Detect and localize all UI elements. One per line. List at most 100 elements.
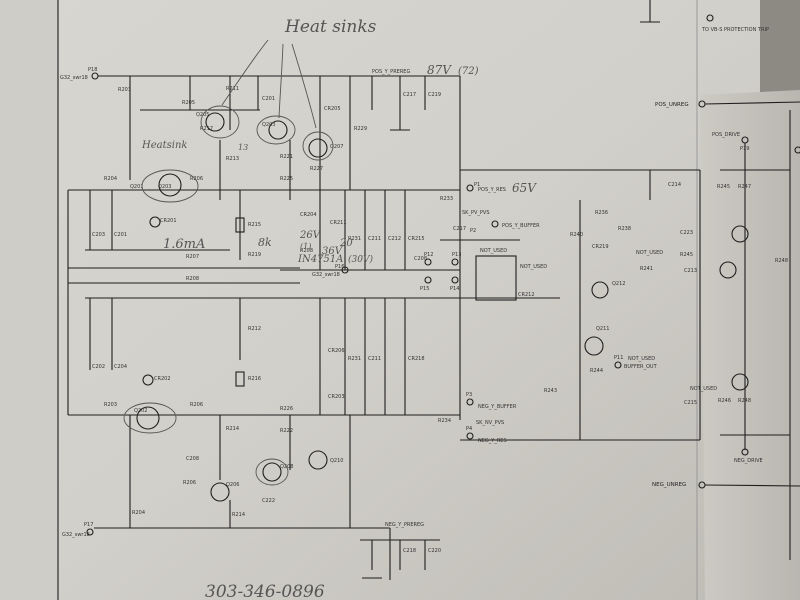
pos-y-preres-label: POS_Y_PREREG — [372, 69, 410, 75]
transistor-q217 — [731, 373, 749, 391]
paper-sheet — [0, 0, 760, 600]
resistance-13-note: 13 — [238, 143, 248, 152]
r222-label: R222 — [280, 428, 293, 434]
transistor-q212 — [591, 281, 609, 299]
paper-margin — [0, 0, 58, 600]
c214-label: C214 — [668, 182, 681, 188]
r213-label: R213 — [226, 156, 239, 162]
wire — [704, 101, 800, 105]
c202-label: C202 — [92, 364, 105, 370]
q203b-label: Q203 — [158, 184, 171, 190]
r245b-label: R245 — [717, 184, 730, 190]
transistor-q206 — [210, 482, 230, 502]
r240-label: R240 — [570, 232, 583, 238]
cr218-label: CR218 — [408, 356, 425, 362]
pos-drive-label: POS_DRIVE — [712, 132, 740, 138]
p15-label: P15 — [420, 286, 429, 292]
r208b-label: R208 — [186, 276, 199, 282]
c201b-label: C201 — [114, 232, 127, 238]
transistor-q215 — [731, 225, 749, 243]
q203-label: Q203 — [262, 122, 275, 128]
neg-drive-label: NEG_DRIVE — [734, 458, 763, 464]
p17-label: P17 — [84, 522, 93, 528]
heat-sinks-note: Heat sinks — [284, 17, 377, 37]
r231-label: R231 — [348, 236, 361, 242]
protection-trip-connector — [706, 14, 714, 22]
zener-aside: (30V) — [348, 254, 373, 265]
r243-label: R243 — [544, 388, 557, 394]
cr201-label: CR201 — [160, 218, 177, 224]
transistor-q203 — [268, 120, 288, 140]
cr205-label: CR205 — [324, 106, 341, 112]
c215-label: C215 — [684, 400, 697, 406]
q211-label: Q211 — [596, 326, 609, 332]
pencil-circle — [256, 115, 296, 145]
q206-label: Q206 — [226, 482, 239, 488]
not-used-label-4: NOT_USED — [628, 356, 655, 362]
connector-p3 — [466, 398, 474, 406]
r226-label: R226 — [280, 406, 293, 412]
voltage-87-note: 87V — [427, 63, 452, 77]
pencil-circle — [123, 402, 177, 434]
voltage-36-note: 36V — [322, 246, 344, 257]
cr204-label: CR204 — [300, 212, 317, 218]
current-note: 1.6mA — [163, 237, 205, 252]
connector-p15 — [424, 276, 432, 284]
p18-label: P18 — [88, 67, 97, 73]
pos-y-res-label: POS_Y_RES — [478, 187, 506, 193]
r236-label: R236 — [595, 210, 608, 216]
voltage-65-note: 65V — [512, 181, 537, 195]
transistor-q210 — [308, 450, 328, 470]
transistor-q208 — [262, 462, 282, 482]
transistor-q211 — [584, 336, 604, 356]
r205-label: R205 — [182, 100, 195, 106]
r238-label: R238 — [618, 226, 631, 232]
r248-label: R248 — [738, 398, 751, 404]
r206b-label: R206 — [190, 402, 203, 408]
p14-label: P14 — [450, 286, 459, 292]
cr215-label: CR215 — [408, 236, 425, 242]
r241-label: R241 — [640, 266, 653, 272]
p1-label: P1 — [474, 182, 480, 188]
r212-label: R212 — [248, 326, 261, 332]
relay-block — [475, 255, 517, 301]
r216-label: R216 — [248, 376, 261, 382]
p3-label: P3 — [466, 392, 472, 398]
not-used-label-5: NOT_USED — [690, 386, 717, 392]
r214-label: R214 — [226, 426, 239, 432]
p11-label: P11 — [614, 355, 623, 361]
connector-p1 — [466, 184, 474, 192]
c217b-label: C217 — [453, 226, 466, 232]
cr202-label: CR202 — [154, 376, 171, 382]
paper-sheet-right — [700, 90, 800, 600]
c212-label: C212 — [388, 236, 401, 242]
r245-label: R245 — [680, 252, 693, 258]
not-used-label-3: NOT_USED — [636, 250, 663, 256]
voltage-87-aside: (72) — [458, 66, 479, 77]
pencil-arrow — [221, 39, 269, 106]
cr206-label: CR206 — [328, 348, 345, 354]
pot-r216 — [235, 371, 245, 387]
r215-label: R215 — [248, 222, 261, 228]
input-label-bottom: G32_swr18 — [62, 532, 90, 538]
r227-label: R227 — [310, 166, 323, 172]
c222-label: C222 — [262, 498, 275, 504]
c204-label: C204 — [114, 364, 127, 370]
c223-label: C223 — [680, 230, 693, 236]
q202-label: Q202 — [134, 408, 147, 414]
c213-label: C213 — [684, 268, 697, 274]
zener-note: IN4751A — [297, 254, 343, 265]
p2-label: P2 — [470, 228, 476, 234]
r221-label: R221 — [280, 154, 293, 160]
q210-label: Q210 — [330, 458, 343, 464]
c211b-label: C211 — [368, 356, 381, 362]
r244-label: R244 — [590, 368, 603, 374]
cr203-label: CR203 — [328, 394, 345, 400]
pencil-arrow — [278, 43, 284, 119]
input-label-top: G32_swr18 — [60, 75, 88, 81]
current-source-cr202 — [142, 374, 154, 386]
neg-unreg-label: NEG_UNREG — [652, 482, 686, 488]
r206-label: R206 — [190, 176, 203, 182]
transistor-q216 — [719, 261, 737, 279]
wire — [704, 484, 800, 487]
